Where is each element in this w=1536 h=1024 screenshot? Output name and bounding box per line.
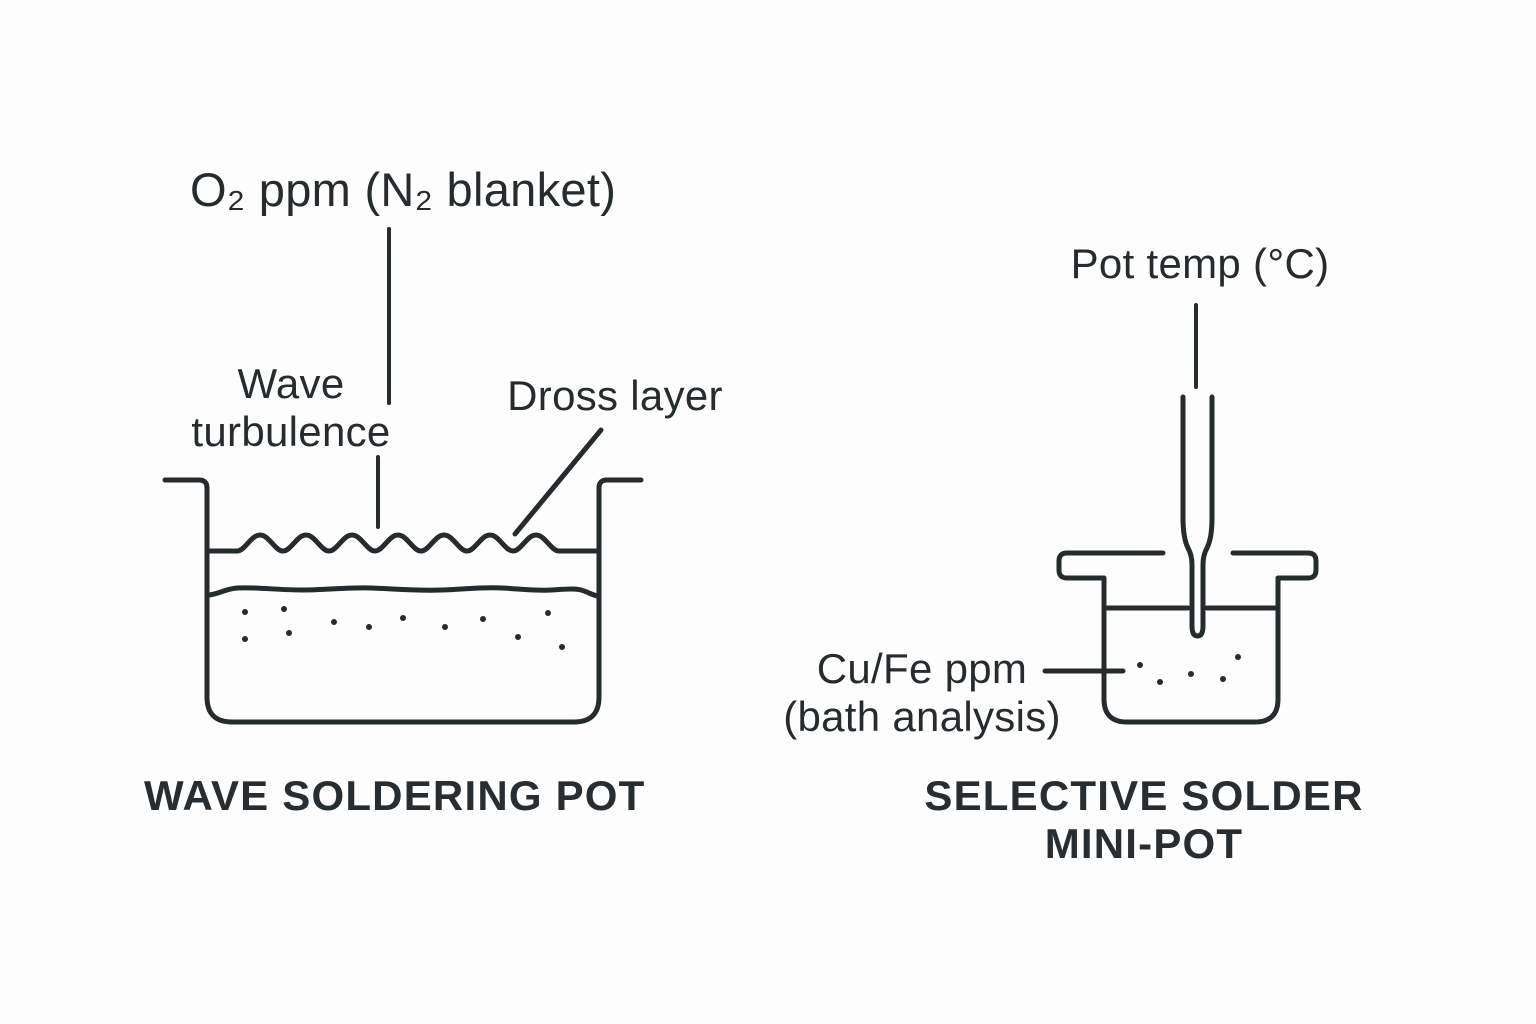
selective-solder-mini-pot-title: SELECTIVE SOLDER MINI-POT [894,772,1394,869]
wave-surface-line [206,532,600,554]
cu-fe-ppm-label: Cu/Fe ppm (bath analysis) [772,645,1072,741]
cu-fe-ppm-label-line1: Cu/Fe ppm [816,645,1028,692]
cu-fe-ppm-label-line2: (bath analysis) [783,692,1061,740]
pot-temp-label: Pot temp (°C) [1070,240,1330,287]
dross-layer-label: Dross layer [507,372,723,419]
selective-solder-mini-pot [1042,303,1319,725]
selective-solder-title-line2: MINI-POT [1044,820,1244,868]
temperature-probe [1180,394,1215,639]
o2-ppm-label: O₂ ppm (N₂ blanket) [190,163,617,216]
wave-soldering-pot [162,227,644,725]
selective-solder-title-line1: SELECTIVE SOLDER [924,772,1364,819]
wave-pot-outline [162,477,644,725]
mini-pot-bath-dots [1137,654,1241,685]
wave-turbulence-label-line1: Wave [237,360,345,407]
mini-pot-outline [1056,550,1319,725]
wave-turbulence-label: Wave turbulence [141,360,441,456]
wave-soldering-pot-title: WAVE SOLDERING POT [144,772,646,819]
dross-interface-line [206,585,601,599]
solder-bath-dots [242,606,565,650]
dross-pointer-line [512,427,604,537]
wave-turbulence-label-line2: turbulence [191,407,391,455]
